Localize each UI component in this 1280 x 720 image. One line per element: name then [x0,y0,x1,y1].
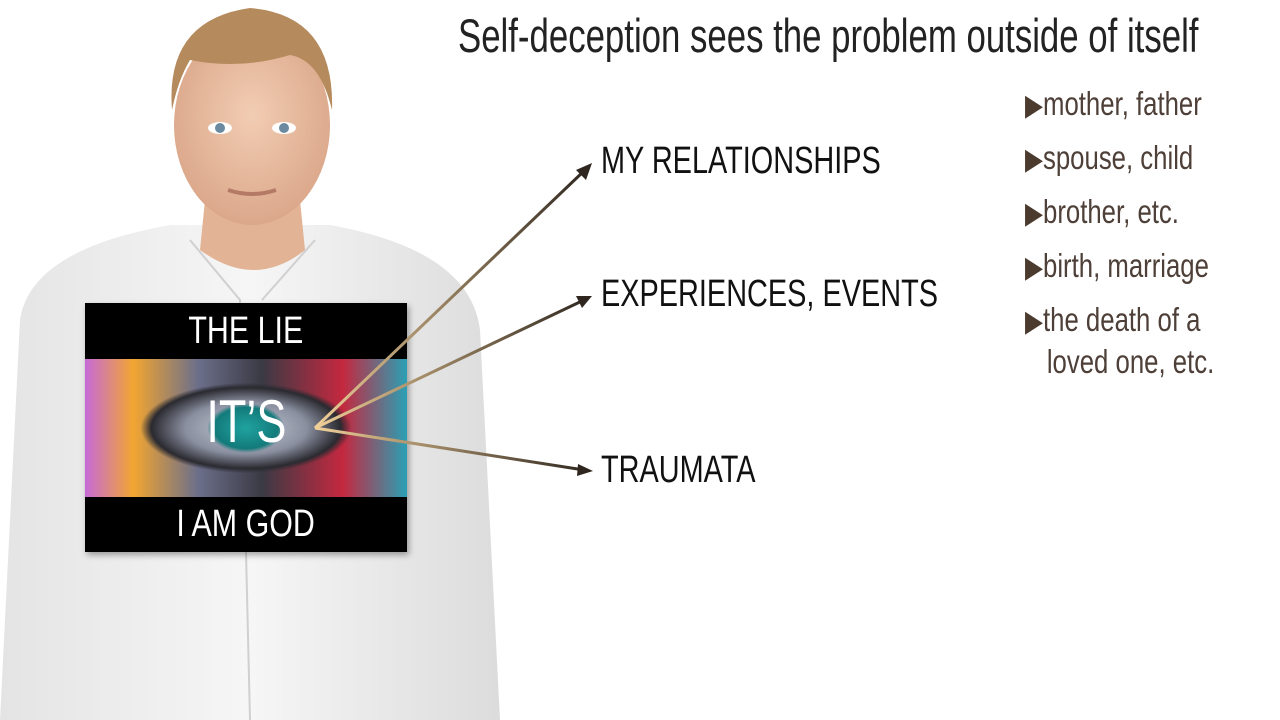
triangle-bullet-icon: ▶ [1025,197,1044,230]
triangle-bullet-icon: ▶ [1025,251,1044,284]
mosaic-eye-image: IT’S [85,359,407,497]
bullet-continuation: loved one, etc. [1046,343,1215,380]
the-lie-card: THE LIE IT’S I AM GOD [85,303,407,552]
list-item: ▶spouse, child [1025,138,1214,192]
bullet-list: ▶mother, father ▶spouse, child ▶brother,… [1025,84,1214,382]
card-middle-text: IT’S [205,388,286,455]
list-item: ▶mother, father [1025,84,1214,138]
target-relationships: MY RELATIONSHIPS [601,140,881,182]
bullet-text: brother, etc. [1043,193,1179,230]
triangle-bullet-icon: ▶ [1025,305,1044,338]
triangle-bullet-icon: ▶ [1025,143,1044,176]
bullet-text: the death of a [1043,301,1201,338]
bullet-text: spouse, child [1043,139,1194,176]
bullet-text: birth, marriage [1043,247,1209,284]
arrowhead-experiences [576,296,592,308]
list-item: ▶the death of a loved one, etc. [1025,300,1214,382]
card-bottom-band: I AM GOD [85,497,407,552]
target-traumata: TRAUMATA [601,449,756,491]
triangle-bullet-icon: ▶ [1025,89,1044,122]
list-item: ▶birth, marriage [1025,246,1214,300]
card-bottom-text: I AM GOD [176,503,316,545]
arrowhead-relationships [576,163,592,180]
list-item: ▶brother, etc. [1025,192,1214,246]
arrowhead-traumata [577,464,593,476]
card-top-band: THE LIE [85,303,407,359]
card-top-text: THE LIE [188,310,304,352]
target-experiences: EXPERIENCES, EVENTS [601,273,939,315]
bullet-text: mother, father [1043,85,1202,122]
slide-title: Self-deception sees the problem outside … [458,9,1199,62]
